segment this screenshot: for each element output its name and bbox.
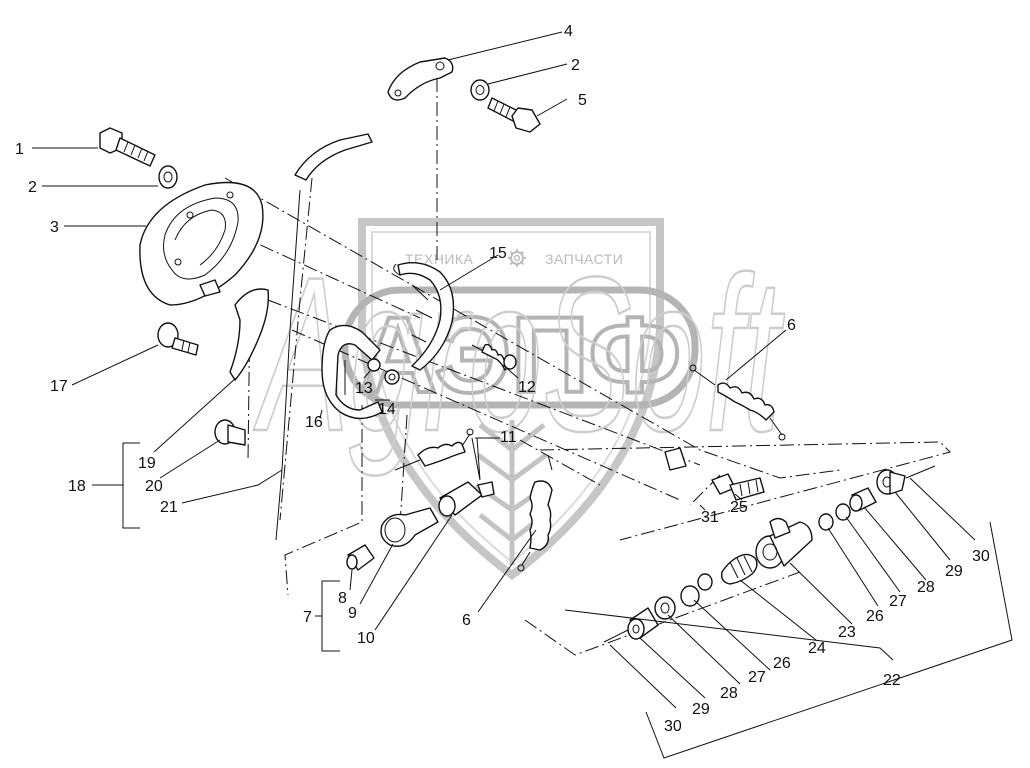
brake-shoe-part-16 (321, 324, 383, 420)
seal-part-27-lower (680, 585, 700, 607)
callout-21: 21 (160, 499, 178, 516)
callout-28-lower: 28 (720, 685, 738, 702)
callout-3: 3 (50, 219, 59, 236)
boot-part-29-lower (627, 607, 659, 640)
callout-2-right: 2 (571, 57, 580, 74)
callout-28-upper: 28 (917, 579, 935, 596)
callout-22: 22 (883, 672, 901, 689)
cup-part-28-upper (849, 487, 877, 512)
callout-27-upper: 27 (889, 593, 907, 610)
boot-part-29-upper (876, 469, 906, 495)
callout-16: 16 (305, 414, 323, 431)
callout-4: 4 (564, 23, 573, 40)
callout-labels: 1 2 3 4 2 5 15 6 12 13 14 16 11 17 18 19… (15, 23, 990, 735)
callout-7: 7 (303, 609, 312, 626)
callout-9: 9 (348, 605, 357, 622)
callout-26-upper: 26 (866, 608, 884, 625)
callout-20: 20 (145, 478, 163, 495)
watermark-left-text: ТЕХНИКА (405, 251, 474, 267)
callout-8: 8 (338, 590, 347, 607)
adjuster-part-20 (214, 419, 246, 446)
callout-10: 10 (357, 630, 375, 647)
master-cylinder-part-23 (755, 517, 813, 569)
callout-15: 15 (489, 245, 507, 262)
seal-part-27-upper (835, 503, 851, 521)
cam-lever-part-4 (387, 57, 454, 101)
actuating-lever (294, 133, 373, 181)
callout-26-lower: 26 (773, 655, 791, 672)
bolt-part-5 (487, 97, 541, 133)
callout-5: 5 (578, 92, 587, 109)
group-brackets (92, 442, 340, 652)
callout-11: 11 (500, 429, 517, 446)
callout-23: 23 (838, 624, 856, 641)
backing-plate-part-3 (139, 181, 264, 306)
callout-19: 19 (138, 455, 156, 472)
watermark-right-text: ЗАПЧАСТИ (545, 251, 623, 267)
callout-31: 31 (701, 509, 719, 526)
callout-29-upper: 29 (945, 563, 963, 580)
callout-30-upper: 30 (972, 548, 990, 565)
rod-part-30-upper (905, 465, 936, 479)
callout-6-right: 6 (787, 317, 796, 334)
return-spring-part-6-lower (517, 454, 553, 572)
callout-1: 1 (15, 141, 24, 158)
callout-24: 24 (808, 640, 826, 657)
spring-part-24 (720, 553, 758, 585)
fitting-part-25 (664, 447, 765, 501)
callout-12: 12 (518, 379, 536, 396)
cup-part-28-lower (654, 596, 676, 620)
callout-14: 14 (378, 401, 396, 418)
center-lines (194, 78, 951, 656)
callout-25: 25 (730, 499, 748, 516)
anchor-pin-part-17 (157, 322, 199, 356)
piston-part-8 (346, 544, 375, 571)
seal-part-26-upper (818, 513, 834, 531)
callout-27-lower: 27 (748, 669, 766, 686)
bolt-part-1 (99, 127, 156, 167)
rod-part-30-lower (603, 629, 629, 643)
cover-part-19 (229, 288, 270, 381)
spring-part-12 (471, 343, 517, 371)
seal-part-26-lower (697, 573, 713, 591)
callout-17: 17 (50, 378, 68, 395)
rod-part-21 (275, 189, 301, 541)
return-spring-part-6-right (689, 364, 786, 441)
washer-part-2-right (470, 79, 490, 101)
gear-icon (508, 249, 526, 267)
watermark-logo-box (341, 286, 699, 409)
callout-6-lower: 6 (462, 612, 471, 629)
callout-2-left: 2 (28, 179, 37, 196)
brake-shoe-part-15 (393, 262, 455, 371)
nut-part-13 (367, 358, 381, 372)
callout-30-lower: 30 (664, 718, 682, 735)
watermark-logo-script: AgroSoft (253, 231, 784, 477)
callout-18: 18 (68, 478, 86, 495)
nut-part-14 (384, 369, 400, 385)
bushing-part-10 (438, 481, 495, 517)
callout-29-lower: 29 (692, 701, 710, 718)
callout-13: 13 (355, 380, 373, 397)
spring-part-11 (394, 428, 474, 471)
cylinder-part-9 (380, 507, 439, 547)
leader-lines (32, 31, 1013, 759)
washer-part-2 (158, 165, 178, 189)
